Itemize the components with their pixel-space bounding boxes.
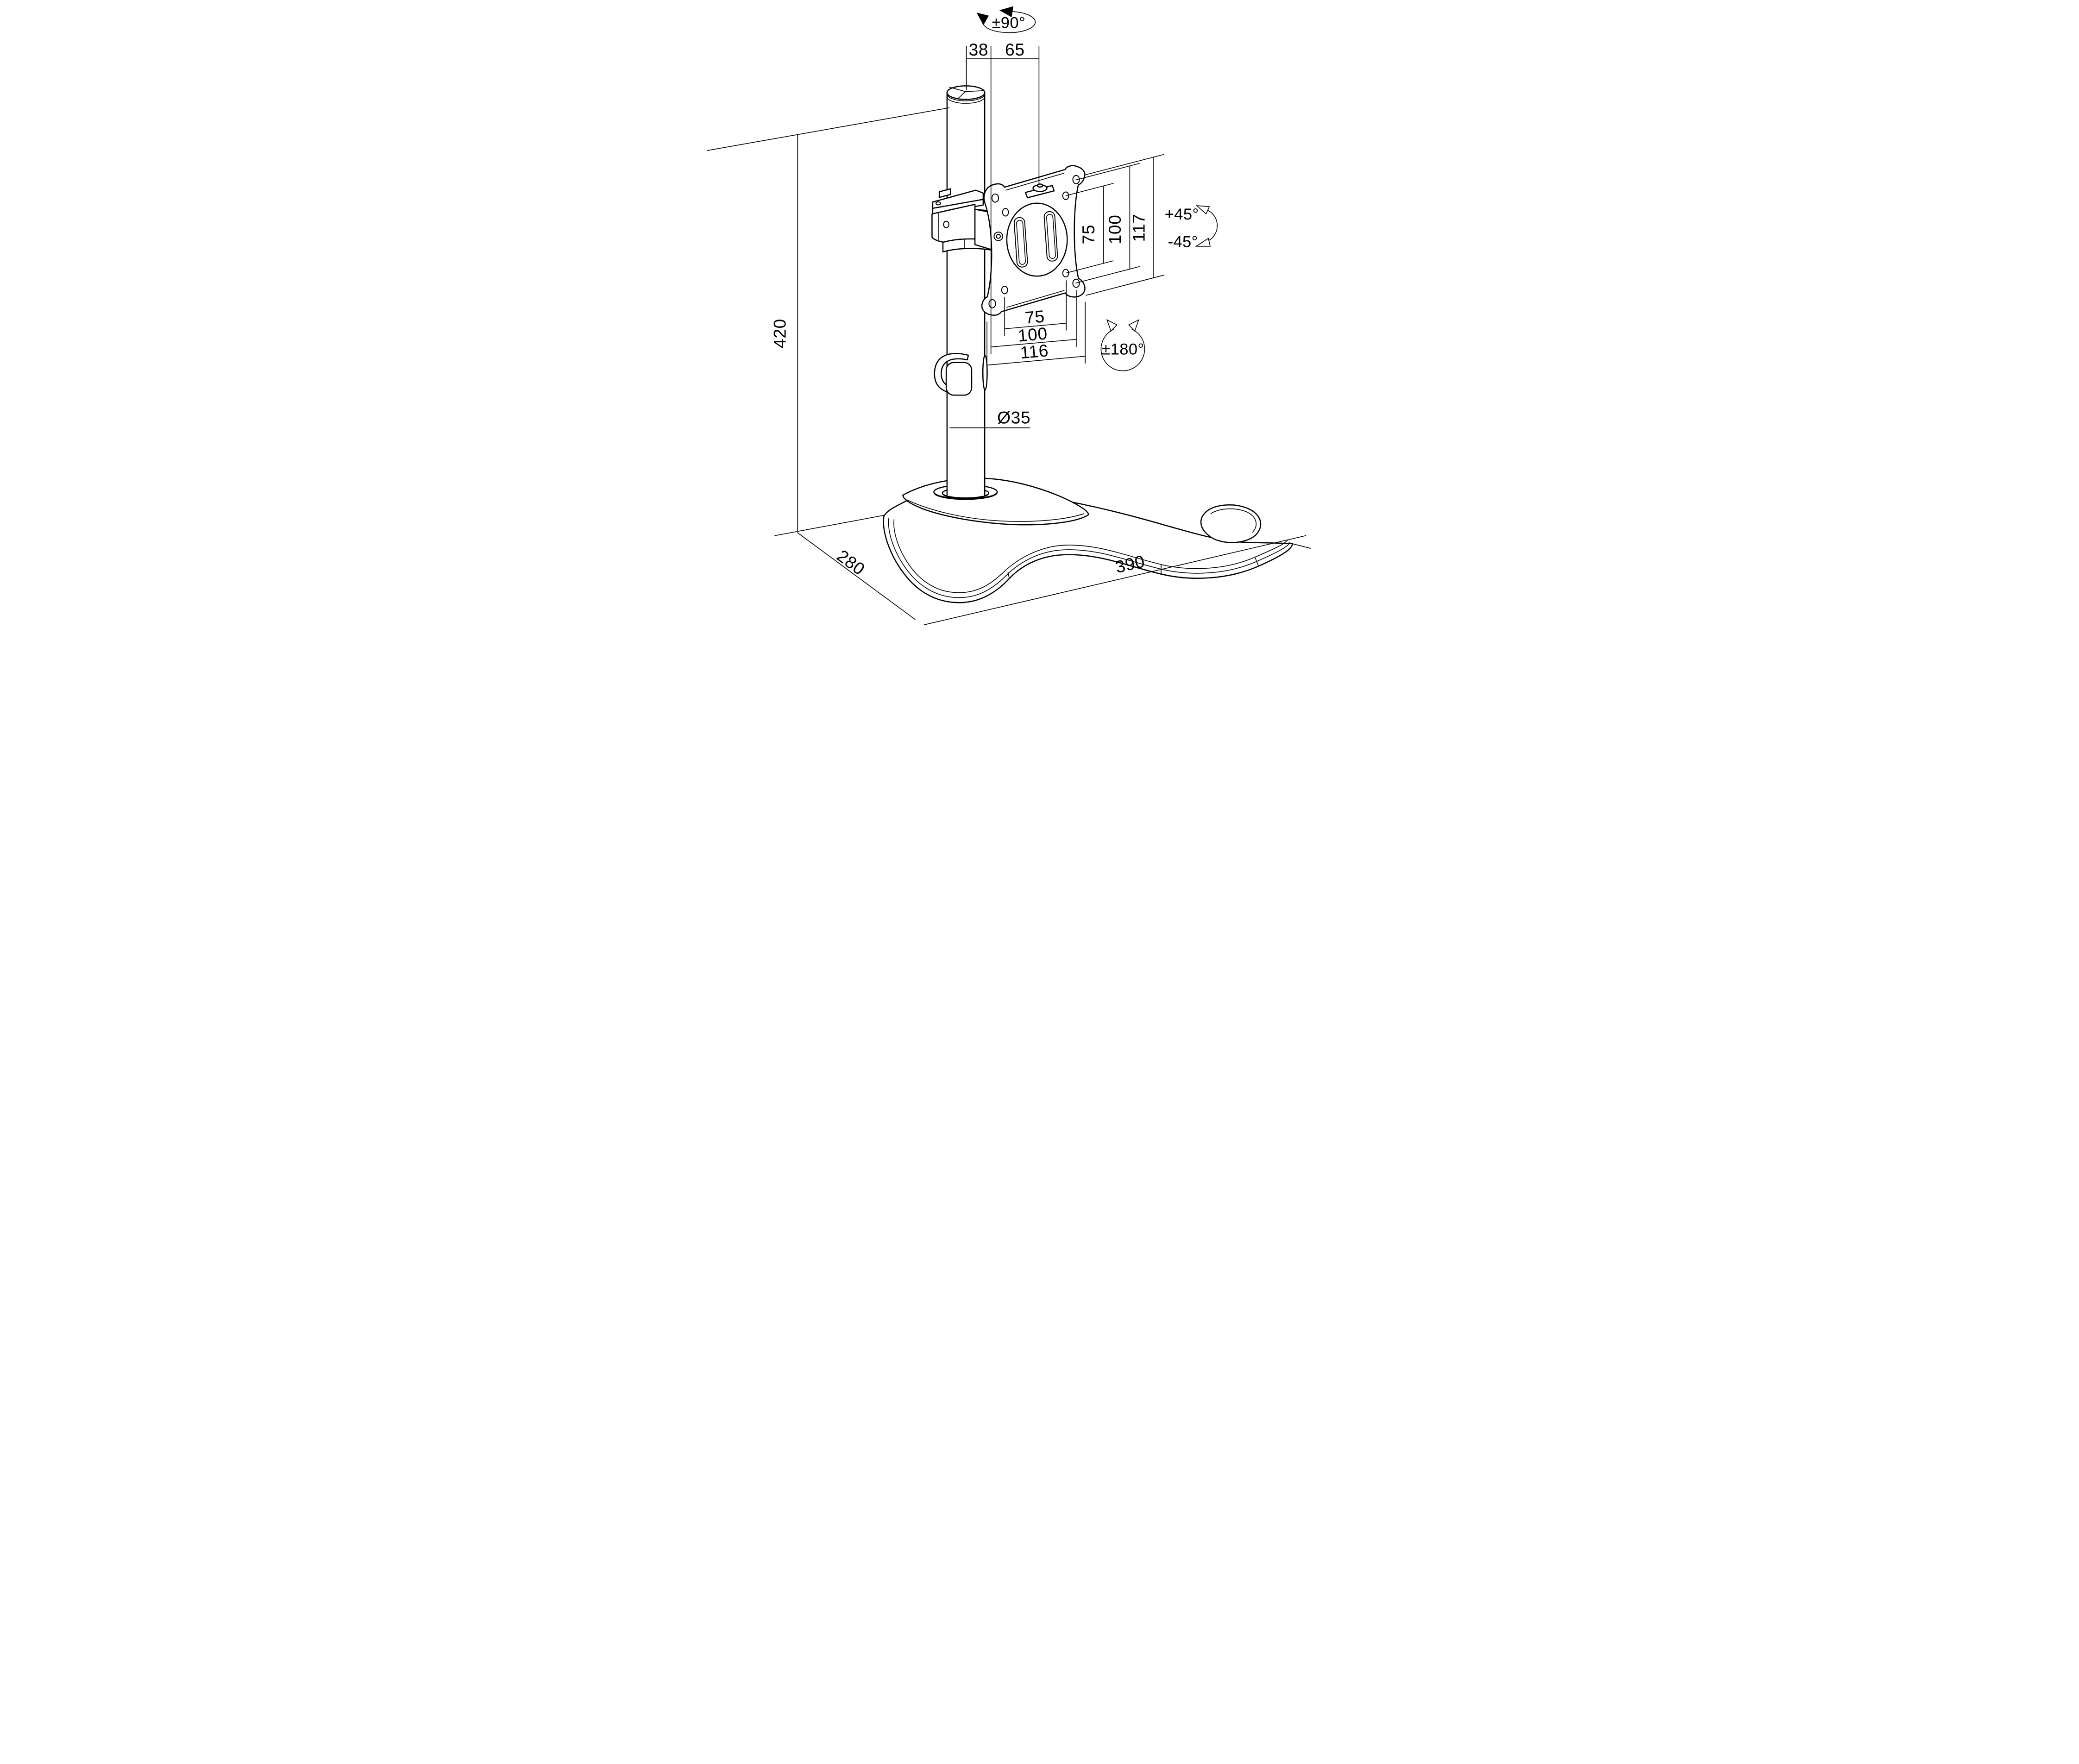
ext-100v-top	[1075, 163, 1140, 181]
label-plate-rotation: ±180°	[1101, 341, 1144, 358]
collar-front-inner	[942, 493, 989, 499]
pole-cap-split	[948, 87, 984, 99]
vesa100-hole-tl	[991, 193, 999, 203]
swivel-ellipse-arc	[982, 11, 1036, 33]
dimline-75h	[1004, 323, 1067, 329]
pole-clamp	[931, 188, 1001, 253]
cable-clip-plate	[945, 362, 972, 396]
label-offset-65: 65	[1005, 40, 1025, 59]
label-pole-height: 420	[770, 319, 789, 348]
base-contour-1	[888, 518, 1290, 598]
rotation-arrowhead-right	[1128, 319, 1139, 332]
base-rear-pad-inner	[1210, 508, 1256, 533]
slot-left-inner	[1016, 220, 1026, 265]
pole-body-fill	[947, 92, 985, 496]
ext-117-top	[1085, 154, 1164, 175]
rotation-arrowhead-left	[1106, 319, 1118, 332]
vesa75-hole-tr	[1062, 191, 1069, 200]
label-pole-diameter: Ø35	[997, 408, 1030, 427]
label-vesa-vertical-75: 75	[1079, 225, 1098, 245]
dimline-116	[986, 356, 1086, 366]
label-vesa-vertical-100: 100	[1105, 214, 1124, 244]
label-tilt-down: -45°	[1168, 233, 1198, 251]
dim-top-offsets: 38 65	[966, 40, 1039, 355]
tilt-arc	[1205, 209, 1218, 243]
ext-420-top	[706, 107, 949, 151]
tilt-knob-nub	[1036, 183, 1043, 188]
ext-390-right	[1292, 543, 1311, 549]
base-rear-pad	[1200, 504, 1261, 543]
vesa75-hole-bl	[1001, 286, 1008, 295]
base-seam-1	[1007, 571, 1010, 579]
vesa75-hole-tl	[1002, 208, 1009, 217]
vesa-slot-right	[1043, 211, 1058, 262]
label-vesa-horizontal-100: 100	[1017, 323, 1048, 345]
dim-pole-diameter: Ø35	[949, 408, 1030, 428]
ext-117-bottom	[1085, 275, 1164, 296]
label-base-depth: 280	[833, 546, 868, 579]
label-pole-swivel: ±90°	[992, 14, 1025, 32]
base	[882, 477, 1293, 603]
vesa-plate-top-thickness	[1005, 173, 1064, 191]
swivel-arrowhead-left	[976, 13, 989, 25]
dim-pole-height: 420	[706, 107, 949, 536]
tilt-arrowhead-up	[1195, 205, 1210, 215]
swivel-arrowhead-top	[999, 6, 1013, 18]
slot-right-inner	[1046, 213, 1056, 259]
symbol-plate-rotation: ±180°	[1100, 319, 1145, 371]
label-vesa-horizontal-75: 75	[1024, 306, 1045, 327]
vesa-plate	[981, 165, 1086, 316]
label-tilt-up: +45°	[1164, 206, 1199, 223]
vesa-plate-bottom-thickness	[1006, 290, 1064, 308]
cable-clip	[934, 353, 972, 396]
rotation-circle-arc	[1100, 329, 1145, 371]
flange-screw	[935, 201, 941, 206]
ext-100v-bottom	[1075, 266, 1140, 284]
symbol-tilt: +45° -45°	[1164, 205, 1218, 251]
dim-plate-vertical: 75 100 117	[1065, 154, 1164, 296]
clamp-block-hole	[942, 220, 949, 228]
dimline-390	[923, 535, 1306, 625]
tilt-arrowhead-down	[1194, 238, 1211, 247]
dimline-280	[797, 532, 916, 620]
vesa75-hole-br	[1062, 269, 1069, 278]
slot-left-outer	[1013, 217, 1028, 268]
base-contour-2	[893, 519, 1288, 593]
label-offset-38: 38	[968, 40, 988, 59]
pole-cap-rim-2	[946, 96, 985, 104]
vesa100-hole-bl	[988, 299, 996, 308]
slot-right-outer	[1043, 211, 1058, 262]
dimline-100h	[990, 339, 1077, 348]
pole-cable-slot	[982, 355, 988, 391]
base-mound-edge	[906, 499, 1084, 522]
dim-plate-horizontal: 75 100 116	[986, 280, 1086, 373]
collar-front-outer	[933, 492, 998, 500]
clamp-flange-tab	[938, 188, 951, 198]
hinge-pivot-screw	[995, 234, 1001, 239]
symbol-pole-swivel: ±90°	[976, 6, 1036, 33]
label-plate-height: 117	[1129, 213, 1148, 242]
base-seam-3	[1255, 557, 1259, 567]
pole-cap-rim-1	[946, 94, 985, 101]
ext-420-bottom	[774, 515, 884, 536]
drawing-page: 420 38 65 ±90° 75 100 117	[669, 0, 1410, 629]
monitor-stand-diagram: 420 38 65 ±90° 75 100 117	[669, 0, 1410, 629]
vesa-slot-left	[1013, 217, 1028, 268]
ext-75v-bottom	[1065, 260, 1114, 274]
ext-75v-top	[1065, 183, 1114, 196]
label-plate-width: 116	[1019, 340, 1049, 362]
